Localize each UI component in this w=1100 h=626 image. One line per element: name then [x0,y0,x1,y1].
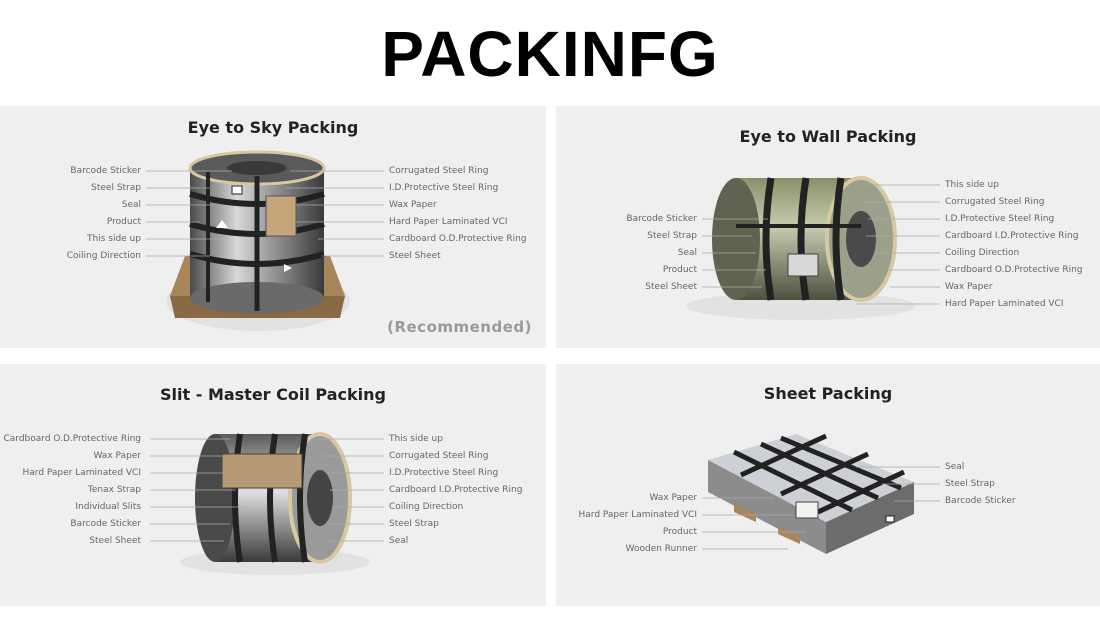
sheet-packing-panel: Sheet Packing Wax Paper Hard Paper Lamin… [556,364,1100,606]
wax-paper-window [787,253,819,277]
left-label: Barcode Sticker [626,214,697,224]
id-protective-ring-window [265,195,297,237]
recommended-note: (Recommended) [387,318,532,336]
left-label: Individual Slits [75,502,141,512]
this-side-up-arrow [216,220,228,228]
left-label: Hard Paper Laminated VCI [578,510,698,520]
right-label: Corrugated Steel Ring [945,197,1045,207]
right-label: This side up [945,180,999,190]
right-label: Hard Paper Laminated VCI [389,217,508,227]
left-label: Product [106,217,141,227]
panel-title: Eye to Wall Packing [739,127,917,146]
left-label: Product [662,527,697,537]
wax-paper-window [795,501,819,519]
panel-title: Eye to Sky Packing [187,118,359,137]
eye-to-sky-illustration [146,150,384,331]
right-label: Seal [945,462,965,472]
right-label: This side up [389,434,443,444]
eye-to-sky-panel: Eye to Sky Packing [0,106,546,348]
left-label: Steel Sheet [89,536,141,546]
slit-master-coil-illustration [150,432,384,575]
left-label: Barcode Sticker [70,519,141,529]
slit-master-coil-panel: Slit - Master Coil Packing [0,364,546,606]
eye-to-wall-illustration [686,176,940,320]
barcode-sticker-mark [231,185,243,195]
left-label: Steel Sheet [645,282,697,292]
right-label: Wax Paper [945,282,993,292]
right-label: Steel Strap [389,519,439,529]
right-label: Cardboard O.D.Protective Ring [389,234,527,244]
right-label: Coiling Direction [389,502,464,512]
right-label: Cardboard I.D.Protective Ring [389,485,523,495]
right-label: Corrugated Steel Ring [389,166,489,176]
right-label: Corrugated Steel Ring [389,451,489,461]
left-label: Steel Strap [647,231,697,241]
right-label: Cardboard O.D.Protective Ring [945,265,1083,275]
left-label: Wax Paper [649,493,697,503]
sheet-stack-side [708,460,826,554]
right-label: I.D.Protective Steel Ring [945,214,1055,224]
coiling-direction-arrow [284,264,292,272]
left-label: Seal [121,200,141,210]
left-label: This side up [87,234,141,244]
right-label: I.D.Protective Steel Ring [389,468,499,478]
left-label: Steel Strap [91,183,141,193]
right-label: Cardboard I.D.Protective Ring [945,231,1079,241]
left-label: Cardboard O.D.Protective Ring [3,434,142,444]
left-label: Hard Paper Laminated VCI [22,468,142,478]
panel-title: Sheet Packing [763,384,893,403]
right-label: Steel Strap [945,479,995,489]
left-label: Seal [677,248,697,258]
left-label: Coiling Direction [66,251,141,261]
right-label: I.D.Protective Steel Ring [389,183,499,193]
right-label: Barcode Sticker [945,496,1016,506]
right-label: Coiling Direction [945,248,1020,258]
barcode-sticker-mark [885,515,895,523]
left-label: Wooden Runner [625,544,697,554]
right-label: Seal [389,536,409,546]
left-label: Tenax Strap [87,485,141,495]
eye-to-wall-panel: Eye to Wall Packing Barcode Sticker Ste [556,106,1100,348]
page-title: PACKINFG [381,18,719,90]
panel-title: Slit - Master Coil Packing [160,385,386,404]
left-label: Product [662,265,697,275]
sheet-packing-illustration [702,433,940,554]
right-label: Steel Sheet [389,251,441,261]
left-label: Barcode Sticker [70,166,141,176]
wooden-runner [734,504,756,522]
right-label: Wax Paper [389,200,437,210]
left-label: Wax Paper [93,451,141,461]
right-label: Hard Paper Laminated VCI [945,299,1064,309]
